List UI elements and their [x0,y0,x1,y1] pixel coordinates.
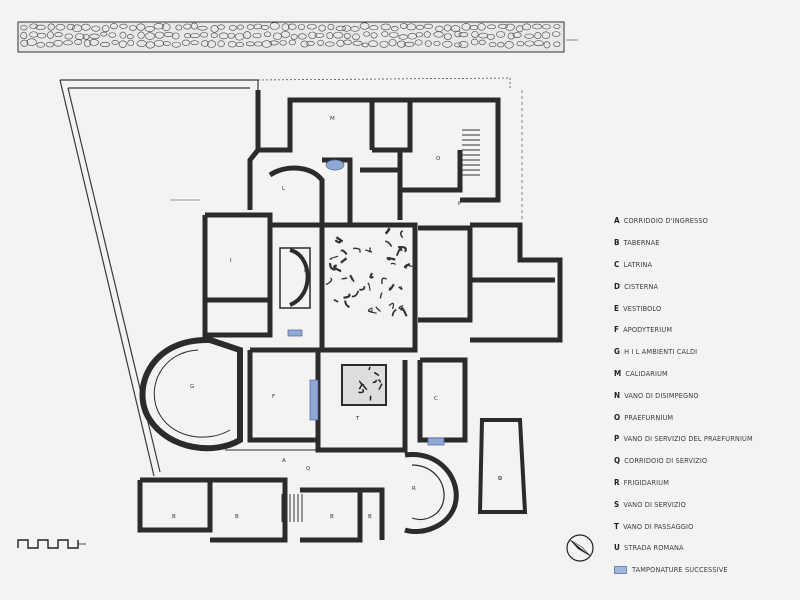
legend-key: N [614,390,621,400]
legend-key: M [614,368,622,378]
room-label: M [330,116,335,122]
room-label: R [412,486,416,492]
niche-h [279,247,311,309]
room-label: F [272,394,275,400]
room-s [477,418,528,514]
legend-key: O [614,412,621,422]
tamponature-highlights [287,159,445,446]
legend-text: TABERNAE [623,238,660,248]
legend-key: B [614,238,620,248]
legend-text: CISTERNA [624,281,659,291]
legend-item: U STRADA ROMANA [614,537,796,559]
semicircular-room [404,452,459,535]
room-label: O [436,156,441,162]
room-label: C [434,396,438,402]
legend-text: CORRIDOIO D'INGRESSO [623,216,708,226]
legend-text: VANO DI DISIMPEGNO [624,390,699,400]
legend-key: P [614,434,620,444]
legend-key: S [614,499,620,509]
room-label: T [355,416,360,422]
legend-key: F [614,325,620,335]
legend-text: VANO DI SERVIZIO DEL PRAEFURNIUM [623,434,753,444]
legend-text: APODYTERIUM [623,325,673,335]
legend-key: G [614,347,621,357]
legend-text: STRADA ROMANA [624,543,684,553]
room-label: I [230,258,232,264]
legend-text: TAMPONATURE SUCCESSIVE [632,565,728,575]
legend-text: H I L AMBIENTI CALDI [624,347,698,357]
legend-text: CORRIDOIO DI SERVIZIO [624,456,708,466]
masonry-strip [17,21,578,53]
room-label: B [172,514,176,520]
legend-item: TAMPONATURE SUCCESSIVE [614,559,796,581]
building-walls [137,90,563,543]
legend-key: T [614,521,620,531]
legend-key: U [614,543,620,553]
room-label: Q [306,466,311,472]
room-label: S [498,476,502,482]
room-label: G [190,384,194,390]
legend-text: CALIDARIUM [625,368,668,378]
apse-g [139,336,243,452]
room-label: P [458,201,462,207]
legend-key: A [614,216,620,226]
legend-text: PRAEFURNIUM [624,412,674,422]
legend-key: R [614,477,620,487]
scale-bar [17,539,86,549]
north-arrow-icon [566,534,594,562]
mosaic-panel [341,364,387,406]
legend-text: VESTIBOLO [623,303,662,313]
legend-key: Q [614,456,621,466]
room-label: B [235,514,239,520]
legend-swatch [614,565,627,574]
legend-text: VANO DI PASSAGGIO [623,521,694,531]
legend-text: LATRINA [623,259,653,269]
legend-key: E [614,303,620,313]
room-label: B [368,514,372,520]
legend-text: VANO DI SERVIZIO [623,499,686,509]
legend-text: FRIGIDARIUM [623,477,670,487]
room-label: D [498,476,502,482]
room-labels: A B B B B C D F G H I L M O P Q R S T [172,116,502,520]
room-label: H [304,268,308,274]
staircase [281,129,480,522]
mosaic-courtyard [325,227,415,317]
room-label: B [330,514,334,520]
room-label: L [282,186,286,192]
legend-key: D [614,281,621,291]
room-label: A [282,458,286,464]
legend-key: C [614,259,620,269]
